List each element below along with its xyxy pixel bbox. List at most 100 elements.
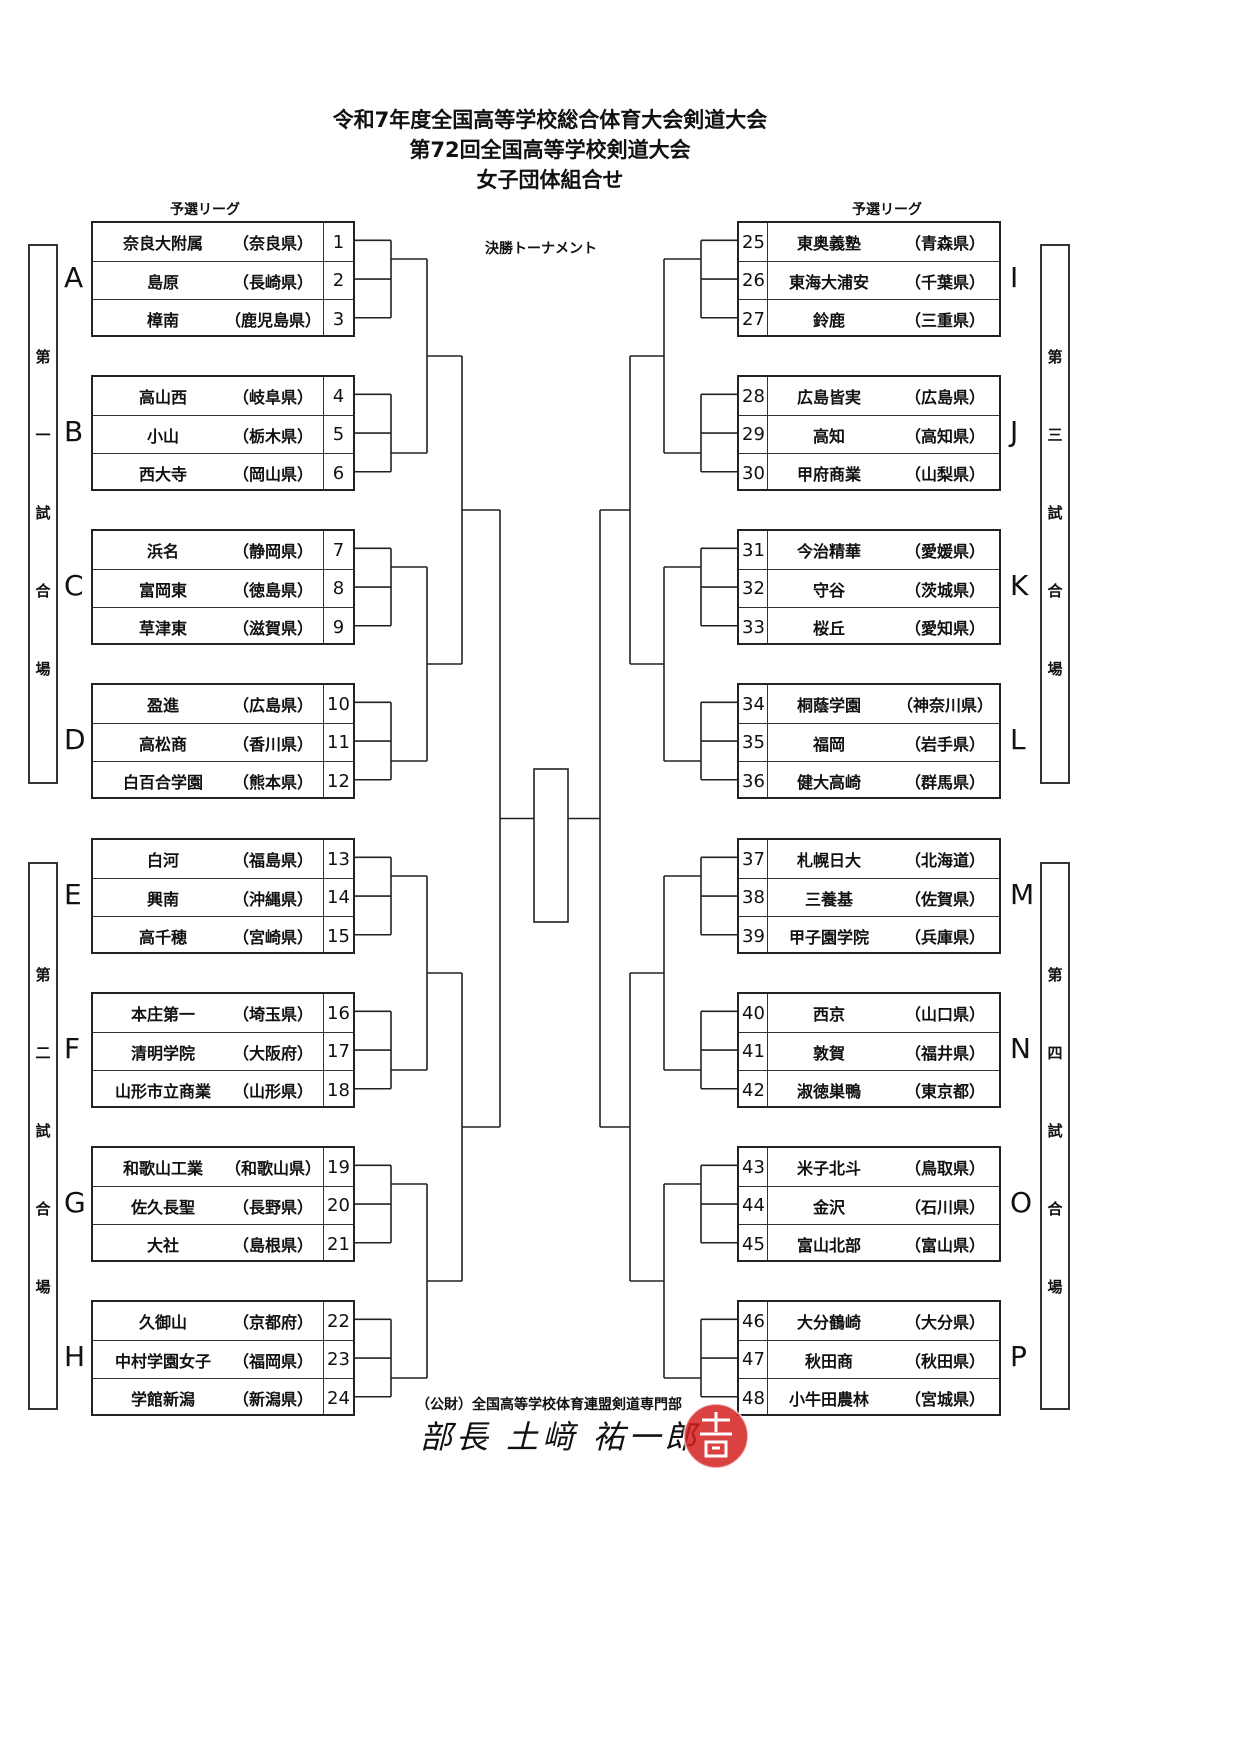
team-row: 山形市立商業（山形県）18 [93, 1071, 357, 1109]
team-row: 小牛田農林 （宮城県） 48 [739, 1379, 1003, 1417]
venue-1: 第一試合場 [28, 244, 58, 784]
team-prefecture: （東京都） [904, 1082, 985, 1102]
team-row: 白河（福島県）13 [93, 840, 357, 878]
team-name: 興南 [146, 889, 179, 909]
team-prefecture: （鳥取県） [904, 1159, 985, 1178]
group-letter: A [64, 261, 84, 294]
team-row: 和歌山工業（和歌山県）19 [93, 1148, 357, 1186]
team-row: 高知（高知県）29 [739, 416, 1003, 454]
team-row: 富岡東（徳島県）8 [93, 570, 357, 608]
team-number: 28 [742, 385, 765, 407]
team-prefecture: （新潟県） [232, 1390, 313, 1410]
team-prefecture: （宮城県） [904, 1390, 985, 1410]
team-number: 48 [742, 1387, 765, 1409]
venue-char: 試 [1047, 504, 1063, 522]
team-prefecture: （秋田県） [904, 1351, 985, 1371]
team-prefecture: （京都府） [232, 1313, 313, 1332]
team-number: 32 [742, 578, 765, 600]
team-name: 本庄第一 [130, 1005, 195, 1024]
team-name: 佐久長聖 [130, 1197, 195, 1217]
team-number: 4 [332, 385, 345, 407]
team-name: 福岡 [812, 734, 845, 754]
team-row: 白百合学園（熊本県）12 [93, 762, 357, 800]
group-letter: K [1010, 569, 1029, 602]
team-number: 1 [332, 231, 345, 253]
team-name: 小山 [146, 426, 179, 446]
group-letter: C [64, 569, 84, 602]
team-name: 米子北斗 [796, 1159, 861, 1178]
organization-name: （公財）全国高等学校体育連盟剣道専門部 [416, 1397, 682, 1413]
group-letter: B [64, 415, 84, 448]
team-prefecture: （富山県） [904, 1236, 985, 1256]
group-letter: E [64, 878, 82, 911]
team-number: 38 [742, 887, 765, 909]
team-row: 大社（島根県）21 [93, 1225, 357, 1263]
team-row: 桐蔭学園（神奈川県）34 [739, 685, 1003, 723]
team-number: 33 [742, 616, 765, 638]
team-row: 浜名（静岡県）7 [93, 531, 357, 569]
team-prefecture: （福島県） [232, 851, 313, 870]
team-name: 甲子園学院 [788, 928, 869, 948]
team-row: 興南（沖縄県）14 [93, 879, 357, 917]
team-prefecture: （奈良県） [232, 234, 313, 253]
venue-char: 合 [1047, 582, 1063, 600]
team-prefecture: （三重県） [904, 311, 985, 331]
venue-char: 合 [35, 582, 51, 600]
team-row: 草津東（滋賀県）9 [93, 608, 357, 646]
team-name: 敦賀 [812, 1043, 845, 1063]
team-number: 43 [742, 1156, 765, 1178]
team-name: 白百合学園 [122, 773, 203, 793]
team-number: 6 [332, 462, 345, 484]
team-number: 21 [327, 1233, 350, 1255]
team-name: 中村学園女子 [114, 1351, 211, 1371]
team-row: 鈴鹿（三重県）27 [739, 300, 1003, 338]
team-prefecture: （山口県） [904, 1005, 985, 1024]
venue-char: 場 [35, 660, 51, 678]
team-name: 久御山 [138, 1313, 187, 1332]
venue-char: 四 [1047, 1044, 1063, 1062]
team-row: 西大寺（岡山県）6 [93, 454, 357, 492]
team-row: 守谷（茨城県）32 [739, 570, 1003, 608]
title-line-1: 令和7年度全国高等学校総合体育大会剣道大会 [332, 108, 768, 132]
venue-char: 一 [35, 426, 51, 444]
team-prefecture: （山形県） [232, 1082, 313, 1102]
seal-stamp [683, 1403, 749, 1469]
team-name: 白河 [146, 851, 179, 870]
team-name: 高千穂 [138, 928, 187, 948]
team-prefecture: （岡山県） [232, 465, 313, 485]
team-name: 今治精華 [796, 542, 861, 561]
team-number: 2 [332, 270, 345, 292]
group-letter: N [1010, 1032, 1031, 1065]
team-number: 7 [332, 539, 345, 561]
team-number: 26 [742, 270, 765, 292]
team-number: 20 [327, 1195, 350, 1217]
team-prefecture: （岩手県） [904, 734, 985, 754]
team-prefecture: （兵庫県） [904, 928, 985, 948]
group-letter: O [1010, 1186, 1033, 1219]
team-number: 14 [327, 887, 350, 909]
team-row: 秋田商（秋田県）47 [739, 1341, 1003, 1379]
team-name: 鈴鹿 [812, 311, 845, 331]
team-name: 小牛田農林 [788, 1390, 869, 1410]
venue-char: 合 [35, 1200, 51, 1218]
team-name: 大分鶴崎 [796, 1313, 861, 1332]
team-row: 島原（長崎県）2 [93, 262, 357, 300]
team-row: 大分鶴崎（大分県）46 [739, 1302, 1003, 1340]
team-name: 東奥義塾 [796, 234, 861, 253]
venue-char: 場 [1047, 1278, 1063, 1296]
team-number: 8 [332, 578, 345, 600]
team-name: 桜丘 [812, 619, 845, 639]
league-label-right: 予選リーグ [852, 202, 922, 218]
team-number: 22 [327, 1310, 350, 1332]
team-row: 高山西（岐阜県）4 [93, 377, 357, 415]
team-prefecture: （福岡県） [232, 1351, 313, 1371]
group-letter: I [1010, 261, 1019, 294]
final-box [533, 768, 569, 923]
team-name: 清明学院 [130, 1043, 195, 1063]
